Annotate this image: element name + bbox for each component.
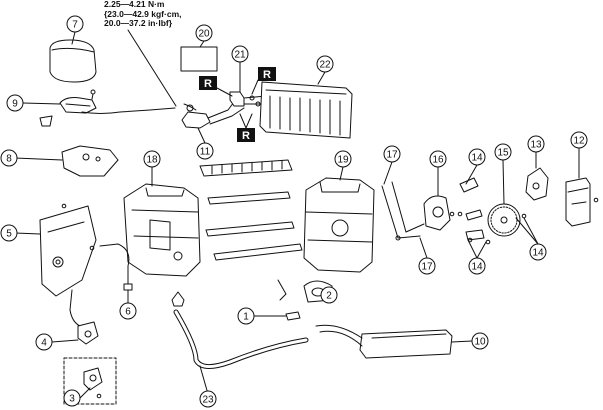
- part-5-side-panel: [39, 203, 97, 297]
- part-1-pin: [285, 311, 301, 321]
- replace-badge: R: [199, 76, 217, 90]
- svg-text:8: 8: [6, 154, 12, 165]
- part-13-motor: [525, 167, 549, 201]
- svg-text:17: 17: [421, 262, 433, 273]
- part-16-actuator: [423, 195, 451, 231]
- svg-text:2: 2: [326, 291, 332, 302]
- svg-text:11: 11: [200, 147, 211, 158]
- part-20-plate: [180, 46, 218, 72]
- svg-text:4: 4: [41, 338, 47, 349]
- callout-14-right: 14: [529, 243, 547, 261]
- part-seal-strips: [205, 191, 303, 261]
- callout-14-bottom: 14: [468, 257, 486, 275]
- callout-19: 19: [334, 150, 352, 168]
- callout-21: 21: [231, 45, 249, 63]
- svg-text:14: 14: [471, 262, 483, 273]
- callout-4: 4: [35, 333, 53, 351]
- callout-17-top: 17: [383, 145, 401, 163]
- svg-text:3: 3: [69, 394, 75, 405]
- svg-text:12: 12: [573, 136, 585, 147]
- part-14-clips: [449, 177, 527, 245]
- part-19-unit-case: [303, 177, 375, 273]
- svg-text:5: 5: [6, 229, 12, 240]
- svg-text:19: 19: [337, 155, 349, 166]
- callout-23: 23: [199, 390, 217, 408]
- svg-text:14: 14: [471, 153, 483, 164]
- part-4-actuator: [69, 289, 99, 345]
- svg-text:10: 10: [474, 337, 486, 348]
- part-10-heater-core: [315, 324, 453, 359]
- svg-text:21: 21: [234, 50, 246, 61]
- callout-1: 1: [237, 307, 255, 325]
- part-12-module: [565, 177, 599, 227]
- svg-text:6: 6: [125, 307, 131, 318]
- callouts: 7 9 20 21 22 11 8 18 19 17 16 14 15 13 1…: [0, 15, 588, 408]
- part-3-inset: [63, 357, 117, 405]
- svg-text:R: R: [204, 78, 212, 90]
- part-8-bracket: [39, 115, 119, 177]
- svg-text:23: 23: [202, 395, 214, 406]
- torque-line-nm: 2.25—4.21 N·m: [104, 0, 165, 9]
- callout-7: 7: [66, 15, 84, 33]
- callout-leaders: [14, 31, 580, 399]
- svg-text:14: 14: [532, 248, 544, 259]
- svg-text:15: 15: [497, 148, 509, 159]
- part-18-heater-unit: [123, 183, 201, 277]
- torque-line-kgfcm: {23.0—42.9 kgf·cm,: [104, 8, 182, 19]
- part-grille: [199, 159, 293, 177]
- part-7-pad: [49, 39, 97, 83]
- torque-specification: 2.25—4.21 N·m {23.0—42.9 kgf·cm, 20.0—37…: [104, 0, 181, 29]
- callout-3: 3: [63, 389, 81, 407]
- svg-text:9: 9: [12, 99, 18, 110]
- svg-text:R: R: [242, 130, 250, 142]
- svg-text:13: 13: [530, 140, 542, 151]
- callout-10: 10: [471, 332, 489, 350]
- callout-18: 18: [143, 150, 161, 168]
- svg-text:7: 7: [72, 20, 78, 31]
- part-11-expansion-valve: [181, 101, 245, 129]
- part-22-evaporator: [259, 81, 353, 139]
- callout-22: 22: [316, 55, 334, 73]
- torque-line-inlbf: 20.0—37.2 in·lbf}: [104, 18, 173, 29]
- callout-11: 11: [196, 142, 214, 160]
- part-23-drain-hose: [171, 291, 309, 369]
- replace-badge: R: [237, 128, 255, 142]
- callout-16: 16: [429, 150, 447, 168]
- callout-20: 20: [195, 24, 213, 42]
- part-17-link-rods: [381, 181, 425, 241]
- part-9-duct: [59, 89, 97, 114]
- part-15-gear: [487, 203, 521, 237]
- svg-text:18: 18: [146, 155, 158, 166]
- badge-leaders: [216, 79, 259, 129]
- svg-text:20: 20: [198, 29, 210, 40]
- callout-12: 12: [570, 131, 588, 149]
- callout-6: 6: [119, 302, 137, 320]
- callout-2: 2: [320, 286, 338, 304]
- callout-15: 15: [494, 143, 512, 161]
- replace-badge: R: [258, 67, 276, 81]
- svg-text:1: 1: [243, 312, 249, 323]
- part-6-harness: [99, 243, 133, 291]
- callout-8: 8: [0, 149, 18, 167]
- callout-13: 13: [527, 135, 545, 153]
- replace-badges: R R R: [199, 67, 276, 142]
- callout-9: 9: [6, 94, 24, 112]
- callout-17-bottom: 17: [418, 257, 436, 275]
- svg-text:22: 22: [319, 60, 331, 71]
- torque-leader-line: [81, 29, 177, 114]
- callout-14-top: 14: [468, 148, 486, 166]
- callout-5: 5: [0, 224, 18, 242]
- svg-text:16: 16: [432, 155, 444, 166]
- svg-text:R: R: [263, 69, 271, 81]
- svg-text:17: 17: [386, 150, 398, 161]
